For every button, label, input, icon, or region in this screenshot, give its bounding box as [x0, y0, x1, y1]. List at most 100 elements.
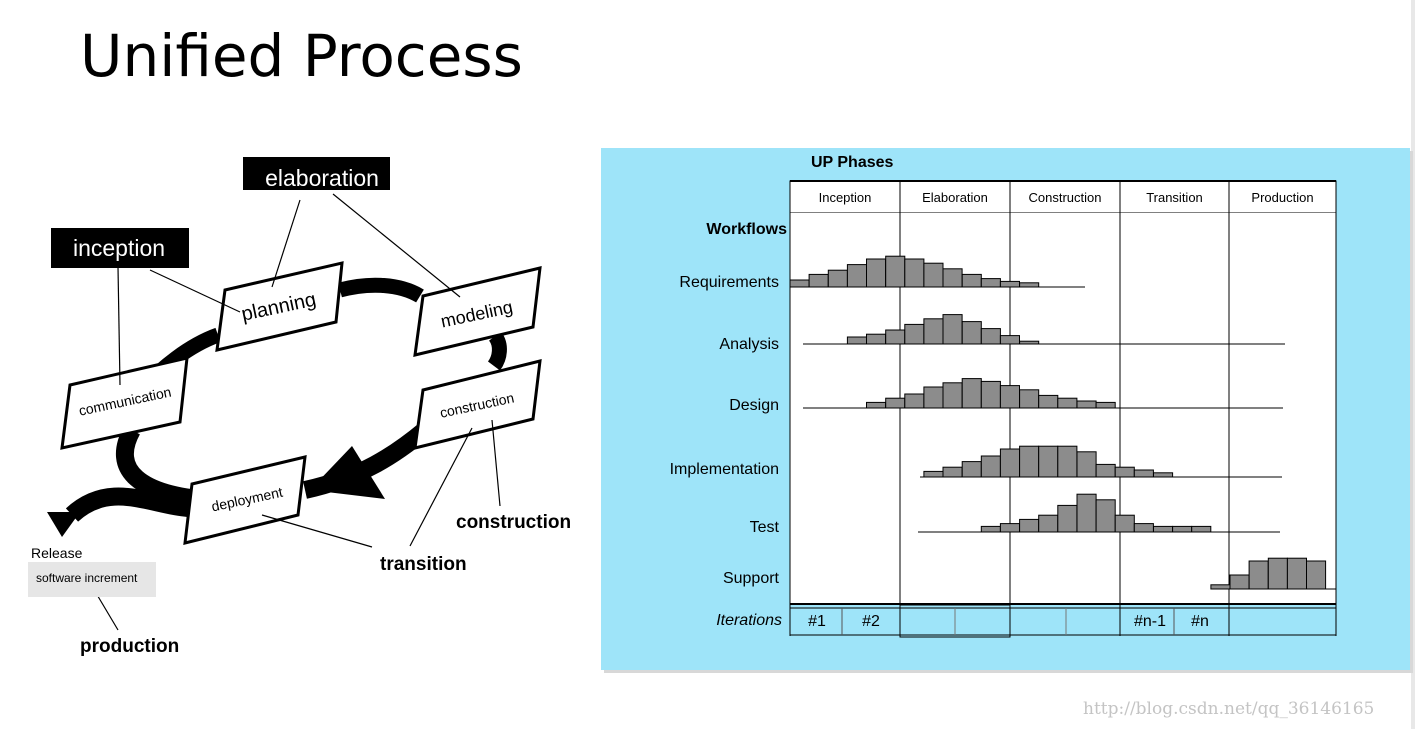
iterations-label: Iterations [716, 612, 782, 629]
workflow-label-analysis: Analysis [719, 336, 779, 353]
bar-analysis-6 [961, 321, 982, 345]
bar-design-12 [1095, 401, 1116, 409]
activity-construction: construction [413, 359, 542, 450]
bar-implementation-10 [1114, 466, 1135, 478]
bar-requirements-4 [866, 258, 887, 288]
label-elaboration-text: elaboration [265, 165, 379, 191]
bar-design-5 [961, 378, 982, 409]
bar-implementation-3 [980, 455, 1001, 478]
chart-title: UP Phases [811, 154, 894, 171]
arrow-communication-deployment [115, 425, 211, 509]
bar-requirements-9 [961, 273, 982, 288]
bar-analysis-5 [942, 314, 963, 345]
bar-analysis-7 [980, 328, 1001, 345]
workflow-label-test: Test [750, 519, 780, 536]
label-construction: construction [456, 512, 571, 533]
bar-test-8 [1133, 523, 1154, 533]
bar-implementation-7 [1057, 445, 1078, 478]
arrowhead-release [47, 512, 80, 537]
arrow-modeling-construction [487, 331, 507, 371]
bar-analysis-9 [1019, 340, 1040, 345]
workflows-label: Workflows [706, 221, 787, 238]
workflow-label-implementation: Implementation [670, 461, 779, 478]
bar-requirements-3 [846, 264, 868, 288]
bar-design-7 [999, 385, 1021, 409]
iteration-2: #2 [862, 613, 880, 630]
arrowhead-deployment [310, 446, 385, 499]
page-title: Unified Process [80, 22, 523, 90]
phase-label-elaboration: Elaboration [922, 190, 988, 205]
bar-requirements-0 [789, 279, 810, 288]
bar-test-11 [1191, 525, 1212, 533]
watermark: http://blog.csdn.net/qq_36146165 [1083, 699, 1375, 719]
bar-test-1 [999, 523, 1021, 533]
label-inception: inception [51, 228, 189, 268]
bar-design-3 [923, 386, 944, 409]
arrow-planning-modeling [338, 277, 424, 303]
activity-planning: planning [215, 261, 344, 352]
release-box-text: software increment [36, 571, 138, 585]
bar-implementation-8 [1076, 451, 1097, 478]
bar-requirements-2 [827, 269, 848, 288]
callout-lines [95, 193, 501, 631]
bar-analysis-0 [846, 336, 868, 345]
phase-header [789, 180, 1337, 214]
bar-implementation-9 [1095, 463, 1116, 478]
bar-analysis-1 [866, 333, 887, 345]
histogram-bars [789, 255, 1327, 590]
bar-implementation-5 [1019, 445, 1040, 478]
bar-requirements-10 [980, 278, 1001, 288]
release-label: Release [31, 545, 83, 561]
bar-design-2 [904, 393, 925, 409]
bar-design-10 [1057, 397, 1078, 409]
bar-implementation-11 [1133, 469, 1154, 478]
bar-test-3 [1038, 514, 1059, 533]
bar-requirements-12 [1019, 282, 1040, 288]
bar-support-0 [1210, 584, 1231, 590]
bar-support-3 [1267, 557, 1288, 590]
iteration-box-elaboration [899, 604, 1011, 638]
bar-design-8 [1019, 389, 1040, 409]
iteration-n: #n [1191, 613, 1209, 630]
slide-edge [1411, 0, 1415, 729]
bar-analysis-3 [904, 323, 925, 345]
bar-implementation-6 [1038, 445, 1059, 478]
bar-test-10 [1172, 525, 1193, 533]
label-elaboration: elaboration [243, 157, 390, 191]
process-cycle-diagram: communication planning modeling construc… [28, 157, 571, 657]
phase-label-inception: Inception [819, 190, 872, 205]
bar-requirements-7 [923, 262, 944, 288]
bar-test-9 [1153, 525, 1174, 533]
bar-test-7 [1114, 514, 1135, 533]
bar-analysis-4 [923, 318, 944, 345]
label-inception-text: inception [73, 235, 165, 261]
workflow-label-design: Design [729, 397, 779, 414]
bar-test-5 [1076, 493, 1097, 533]
bar-design-0 [866, 401, 887, 409]
bar-requirements-8 [942, 268, 963, 288]
bar-design-6 [980, 380, 1001, 409]
activity-deployment: deployment [183, 455, 307, 545]
bar-test-2 [1019, 518, 1040, 533]
bar-requirements-5 [885, 255, 906, 288]
phase-label-transition: Transition [1146, 190, 1203, 205]
bar-support-1 [1229, 574, 1250, 590]
bar-implementation-12 [1153, 472, 1174, 478]
bar-implementation-1 [942, 466, 963, 478]
iteration-n-1: #n-1 [1134, 613, 1166, 630]
bar-support-5 [1306, 560, 1327, 590]
arrow-release [65, 487, 189, 522]
bar-implementation-4 [999, 448, 1021, 478]
bar-implementation-2 [961, 461, 982, 478]
bar-requirements-1 [808, 273, 829, 288]
workflow-labels: RequirementsAnalysisDesignImplementation… [670, 274, 780, 587]
iteration-1: #1 [808, 613, 826, 630]
bar-design-11 [1076, 400, 1097, 409]
activity-communication: communication [60, 356, 189, 450]
bar-requirements-11 [999, 280, 1021, 288]
label-production: production [80, 636, 179, 657]
bar-test-0 [980, 525, 1001, 533]
bar-support-2 [1248, 560, 1269, 590]
